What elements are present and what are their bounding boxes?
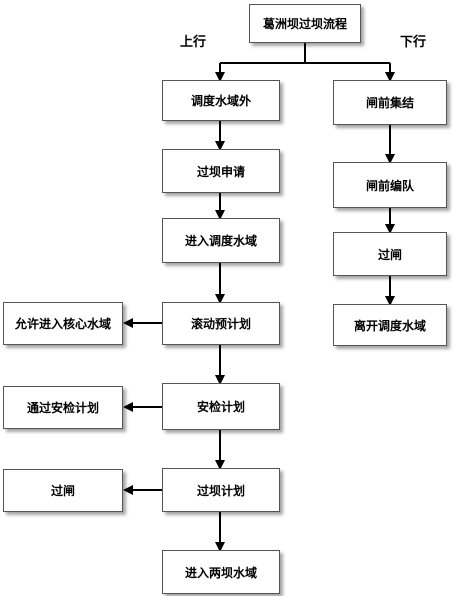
upstream-step-enter-dispatch-waters: 进入调度水域 [162, 218, 280, 263]
upstream-step-security-plan: 安检计划 [162, 383, 280, 430]
side-step-pass-lock: 过闸 [3, 469, 123, 512]
side-step-allow-core-waters: 允许进入核心水域 [3, 302, 123, 345]
side-step-pass-security-plan: 通过安检计划 [3, 386, 123, 429]
downstream-step-pass-lock: 过闸 [333, 232, 447, 276]
upstream-step-passage-plan: 过坝计划 [162, 468, 280, 512]
upstream-heading: 上行 [180, 35, 207, 50]
downstream-step-assemble-before-lock: 闸前集结 [333, 80, 447, 125]
upstream-step-enter-two-dam-waters: 进入两坝水域 [162, 550, 280, 594]
flow-title: 葛洲坝过坝流程 [249, 4, 361, 43]
upstream-step-rolling-preplan: 滚动预计划 [162, 302, 280, 345]
downstream-step-leave-dispatch-waters: 离开调度水域 [333, 304, 447, 346]
downstream-heading: 下行 [400, 35, 427, 50]
upstream-step-passage-application: 过坝申请 [162, 149, 280, 193]
upstream-step-outside-dispatch-waters: 调度水域外 [162, 80, 280, 121]
downstream-step-form-fleet-before-lock: 闸前编队 [333, 162, 447, 208]
